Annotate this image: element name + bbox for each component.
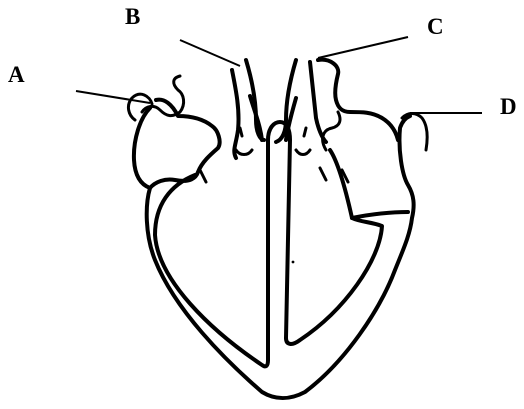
leader-line-b	[180, 40, 240, 66]
label-a: A	[8, 63, 25, 86]
leader-line-c	[318, 37, 408, 58]
pulmonary-artery-right-wall	[310, 62, 326, 142]
interventricular-septum	[268, 122, 290, 360]
label-b: B	[125, 5, 140, 28]
pulmonary-valve	[296, 128, 310, 155]
label-c: C	[427, 15, 444, 38]
outer-heart-wall	[134, 108, 414, 398]
right-atrium-lower-wall	[330, 150, 408, 218]
label-d: D	[500, 95, 517, 118]
inner-wall-left-ventricle	[155, 175, 268, 366]
aorta-left-wall	[232, 70, 239, 158]
left-atrium-wall	[150, 100, 220, 188]
right-atrium-inner	[323, 112, 340, 150]
mitral-detail	[200, 170, 206, 182]
speck	[292, 261, 295, 264]
